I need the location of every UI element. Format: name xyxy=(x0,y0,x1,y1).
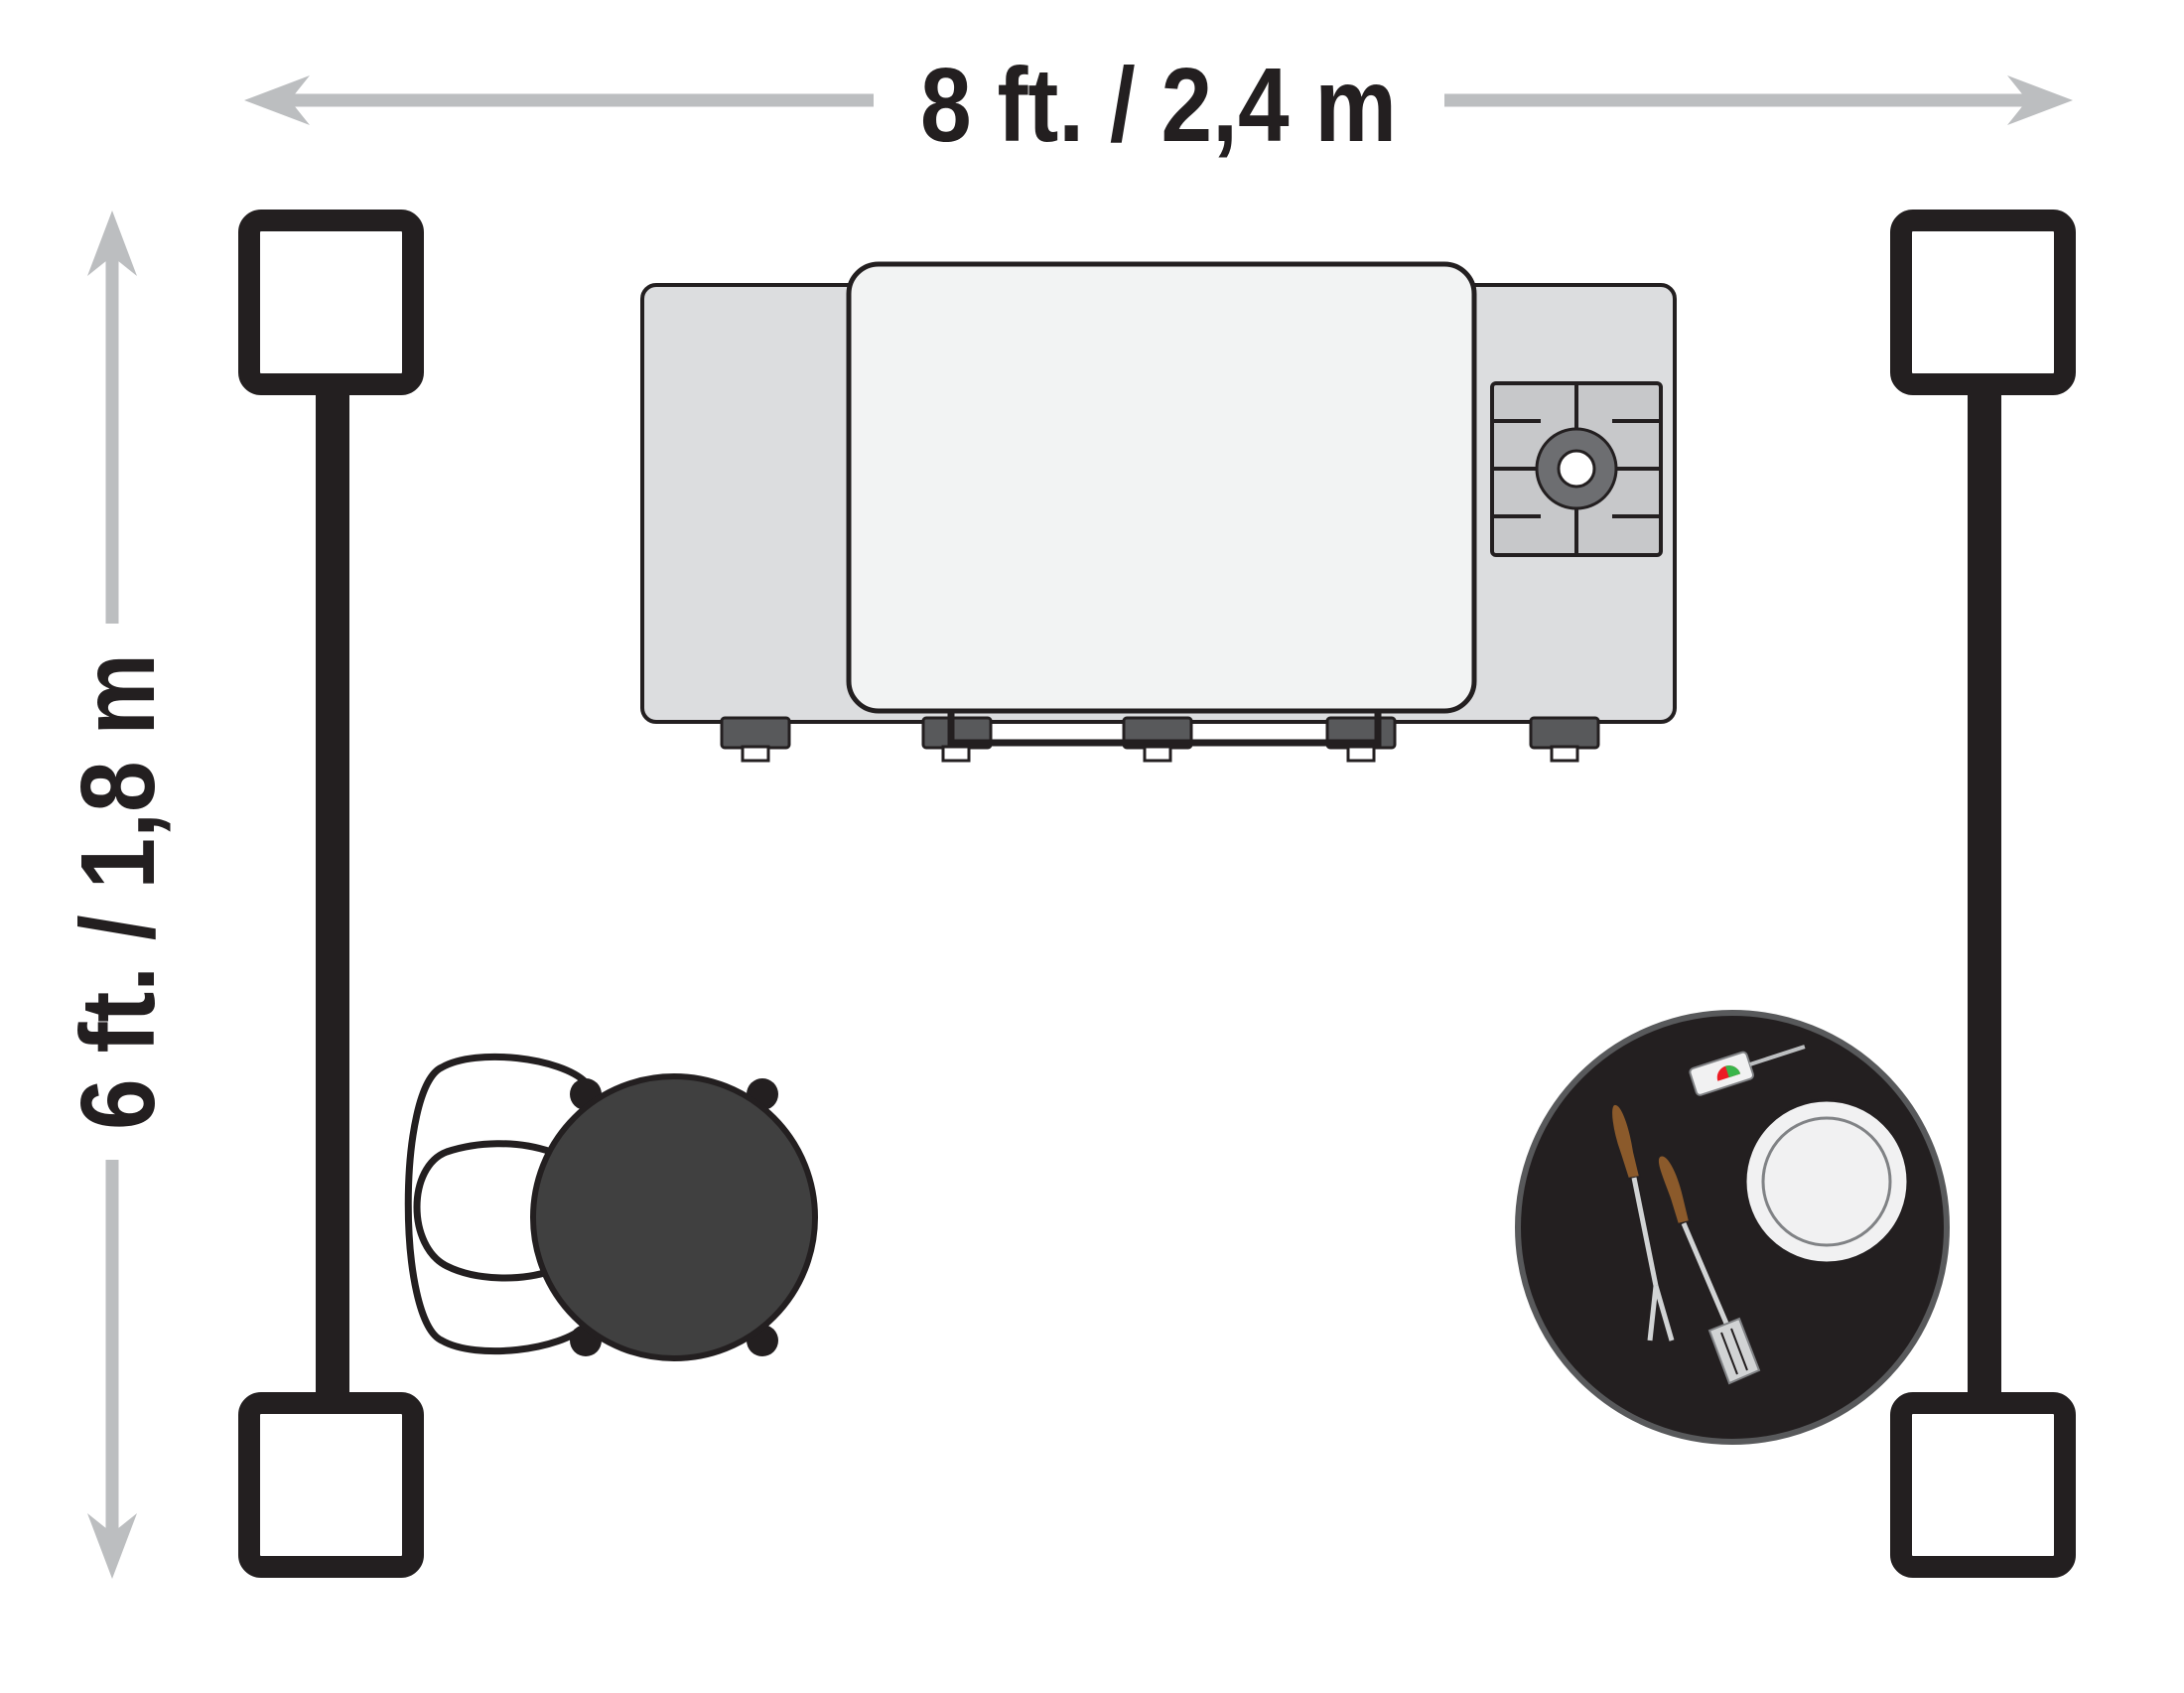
square-post-icon xyxy=(1890,210,2076,395)
griddle-grill-icon xyxy=(640,261,1677,763)
meat-thermometer-icon xyxy=(1689,1045,1806,1096)
arrowhead-up-icon xyxy=(87,211,137,276)
right-canopy-frame xyxy=(1890,210,2076,1578)
square-post-icon xyxy=(238,1392,424,1578)
grill-lid xyxy=(846,261,1477,714)
depth-label: 6 ft. / 1,8 m xyxy=(60,653,177,1130)
spatula-icon xyxy=(1656,1154,1761,1385)
arrowhead-left-icon xyxy=(244,75,310,125)
side-table-icon xyxy=(1515,1010,1950,1445)
arrowhead-right-icon xyxy=(2007,75,2073,125)
arrowhead-down-icon xyxy=(87,1513,137,1579)
depth-dimension-arrow xyxy=(87,211,137,1579)
stool-icon xyxy=(404,1053,818,1361)
width-dimension-arrow xyxy=(244,75,2073,125)
grill-fork-icon xyxy=(1610,1103,1675,1341)
square-post-icon xyxy=(238,210,424,395)
left-canopy-frame xyxy=(238,210,424,1578)
square-post-icon xyxy=(1890,1392,2076,1578)
side-burner-icon xyxy=(1490,381,1663,557)
plate-icon xyxy=(1743,1098,1910,1265)
width-label: 8 ft. / 2,4 m xyxy=(920,47,1397,164)
grill-handle xyxy=(947,713,1382,747)
